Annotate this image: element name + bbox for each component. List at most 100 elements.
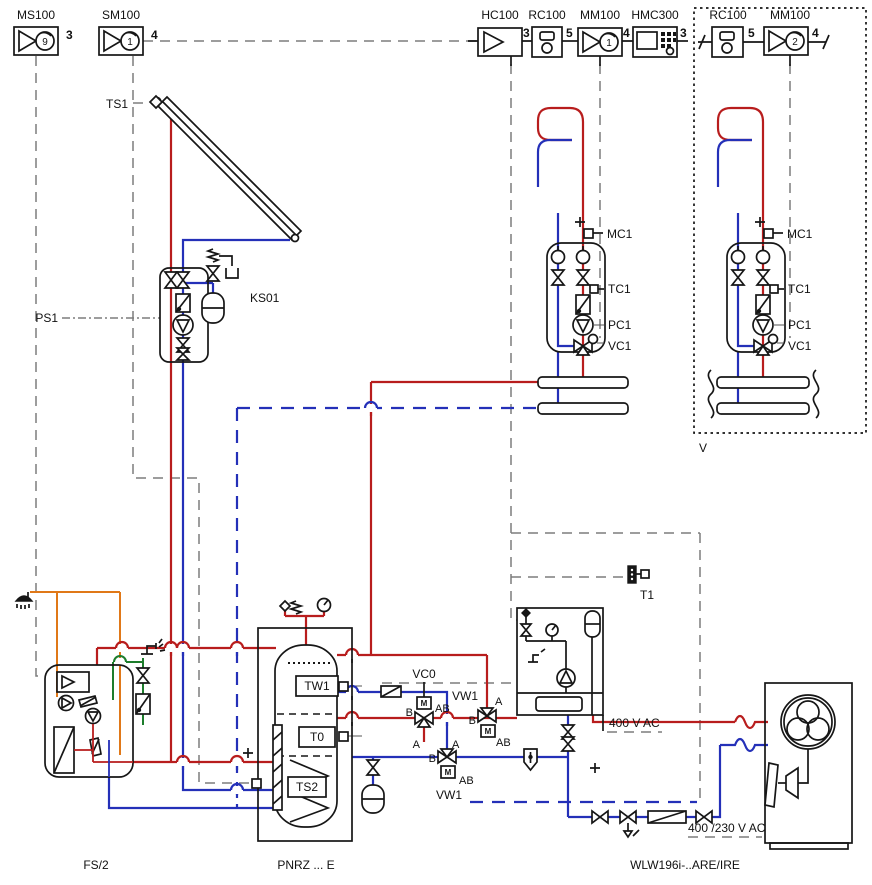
t1-sensor	[627, 565, 650, 584]
valve-vw1-bottom	[437, 748, 457, 779]
outdoor-power-label: 400 /230 V AC	[688, 821, 766, 835]
dial-icon	[721, 42, 733, 54]
valve-icon	[163, 271, 179, 289]
fresh-water-label: FS/2	[83, 858, 109, 872]
valve-icon	[695, 809, 713, 825]
tank-expansion-vessel	[361, 759, 385, 814]
t1-label: T1	[640, 588, 654, 602]
expansion-vessel-icon	[201, 292, 225, 324]
vc0-label: VC0	[412, 667, 436, 681]
pump-pc1-icon	[752, 314, 784, 336]
cable-break-icon	[698, 34, 706, 50]
valve-icon	[560, 736, 576, 752]
variant-box	[693, 7, 867, 434]
check-valve-icon	[135, 693, 151, 715]
vc1-label-c1: VC1	[608, 339, 632, 353]
plus-mark	[575, 217, 585, 227]
pc1-label-c2: PC1	[788, 318, 812, 332]
safety-valve-spring-icon	[205, 248, 221, 263]
ms100-label: MS100	[17, 8, 55, 22]
control-cables	[35, 40, 791, 798]
dhw-pipes	[30, 591, 121, 755]
check-valve-icon	[380, 685, 402, 698]
valve-icon	[365, 759, 381, 776]
tank-model-label: PNRZ ... E	[277, 858, 334, 872]
rc100-label: RC100	[528, 8, 566, 22]
vc0-port-ab: AB	[435, 703, 450, 715]
thermometer-icon	[755, 246, 771, 265]
check-valve-icon	[175, 293, 191, 313]
cable-break-icon	[822, 34, 830, 50]
valve-vw1-right	[477, 707, 497, 738]
magnetite-filter-icon	[523, 748, 538, 772]
vw1-right-port-a: A	[495, 696, 503, 708]
check-valve-icon	[755, 294, 771, 315]
valve-icon	[205, 265, 221, 282]
valve-icon	[560, 724, 576, 740]
valve-icon	[135, 667, 151, 684]
valve-icon	[175, 271, 191, 289]
pump-pc1-icon	[572, 314, 604, 336]
vc1-label-c2: VC1	[788, 339, 812, 353]
pressure-gauge-icon	[316, 597, 332, 613]
display-icon	[719, 31, 735, 41]
mm100-variant-label: MM100	[770, 8, 810, 22]
dial-icon	[541, 42, 553, 54]
t0-label: T0	[310, 730, 324, 744]
rc100-variant-conn: 5	[748, 26, 755, 40]
heat-pump-model-label: WLW196i-..ARE/IRE	[630, 858, 740, 872]
drain-funnel-icon	[225, 268, 239, 279]
check-valve-icon	[575, 294, 591, 315]
label-underlines	[607, 731, 762, 838]
rc100-conn: 5	[566, 26, 573, 40]
module-ms100	[13, 26, 59, 56]
break-mark-icon	[707, 369, 715, 419]
fan-icon	[780, 694, 836, 750]
vw1-bottom-port-b: B	[429, 753, 436, 765]
module-rc100	[531, 26, 578, 58]
t0-sensor-box	[298, 726, 336, 748]
mc1-sensor-icon	[763, 228, 774, 239]
cold-water-tap-icon	[141, 638, 166, 655]
heating-circuit-2	[726, 217, 786, 356]
mixing-valve-vc1-icon	[753, 333, 784, 356]
return-valve-train	[590, 763, 713, 839]
vw1-right-port-b: B	[469, 715, 476, 727]
keypad-icon	[661, 32, 676, 48]
valve-icon	[550, 269, 566, 286]
fresh-water-station	[44, 664, 134, 778]
variant-label: V	[699, 441, 707, 455]
mm100-conn: 4	[623, 26, 630, 40]
tank-safety-group	[278, 597, 332, 615]
vw1-bottom-label: VW1	[436, 788, 462, 802]
pc1-label-c1: PC1	[608, 318, 632, 332]
plus-mark	[243, 748, 253, 758]
mm100-number: 1	[606, 38, 612, 49]
hc100-conn: 3	[523, 26, 530, 40]
sensor-port	[251, 778, 262, 789]
heating-circuit-1	[546, 217, 606, 356]
vw1-bottom-motor: M	[445, 768, 452, 777]
hmc300-label: HMC300	[631, 8, 679, 22]
break-mark-icon	[812, 369, 820, 419]
hmc300-conn: 3	[680, 26, 687, 40]
heat-exchanger-icon	[764, 761, 779, 809]
tc1-sensor-icon	[769, 284, 779, 294]
thermometer-icon	[575, 246, 591, 265]
tw1-sensor-box	[295, 675, 339, 697]
dirt-filter-icon	[647, 810, 687, 824]
dial-icon	[665, 46, 675, 56]
thermometer-icon	[550, 246, 566, 265]
mixing-valve-vc1-icon	[573, 333, 604, 356]
ts1-sensor-icon	[148, 94, 164, 110]
manifold-circuit-1	[537, 376, 629, 415]
module-hc100	[468, 27, 532, 66]
plus-mark	[755, 217, 765, 227]
ps1-label: PS1	[35, 311, 58, 325]
electric-heater-icon	[272, 724, 283, 811]
valve-icon	[591, 809, 609, 825]
vw1-right-label: VW1	[452, 689, 478, 703]
air-vent-icon	[278, 599, 292, 613]
